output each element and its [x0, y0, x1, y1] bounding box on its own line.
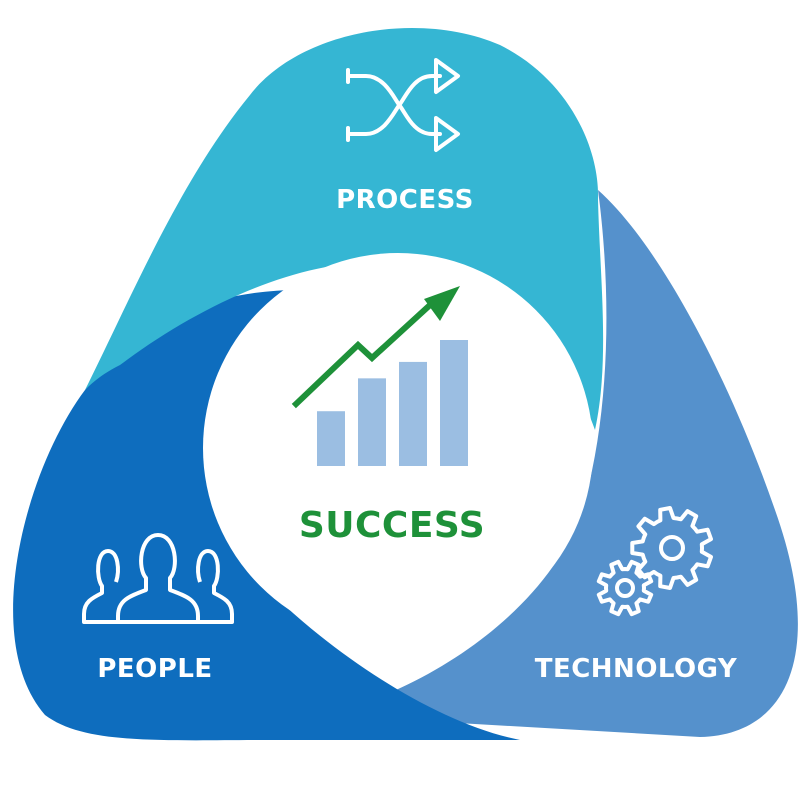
technology-label: TECHNOLOGY [535, 654, 738, 684]
process-label: PROCESS [336, 185, 474, 215]
growth-arrow-icon [291, 286, 460, 409]
gears-icon [596, 506, 713, 617]
growth-bar [358, 378, 386, 466]
success-label: SUCCESS [299, 505, 485, 546]
success-center-circle [203, 253, 593, 643]
growth-chart-icon [317, 340, 468, 466]
technology-segment [320, 190, 798, 737]
people-label: PEOPLE [97, 654, 212, 684]
people-segment [13, 290, 521, 741]
shuffle-arrows-icon [346, 58, 460, 152]
growth-bar [440, 340, 468, 466]
people-group-icon [82, 533, 234, 624]
process-segment [85, 27, 604, 430]
growth-bar [317, 411, 345, 466]
growth-bar [399, 361, 427, 466]
